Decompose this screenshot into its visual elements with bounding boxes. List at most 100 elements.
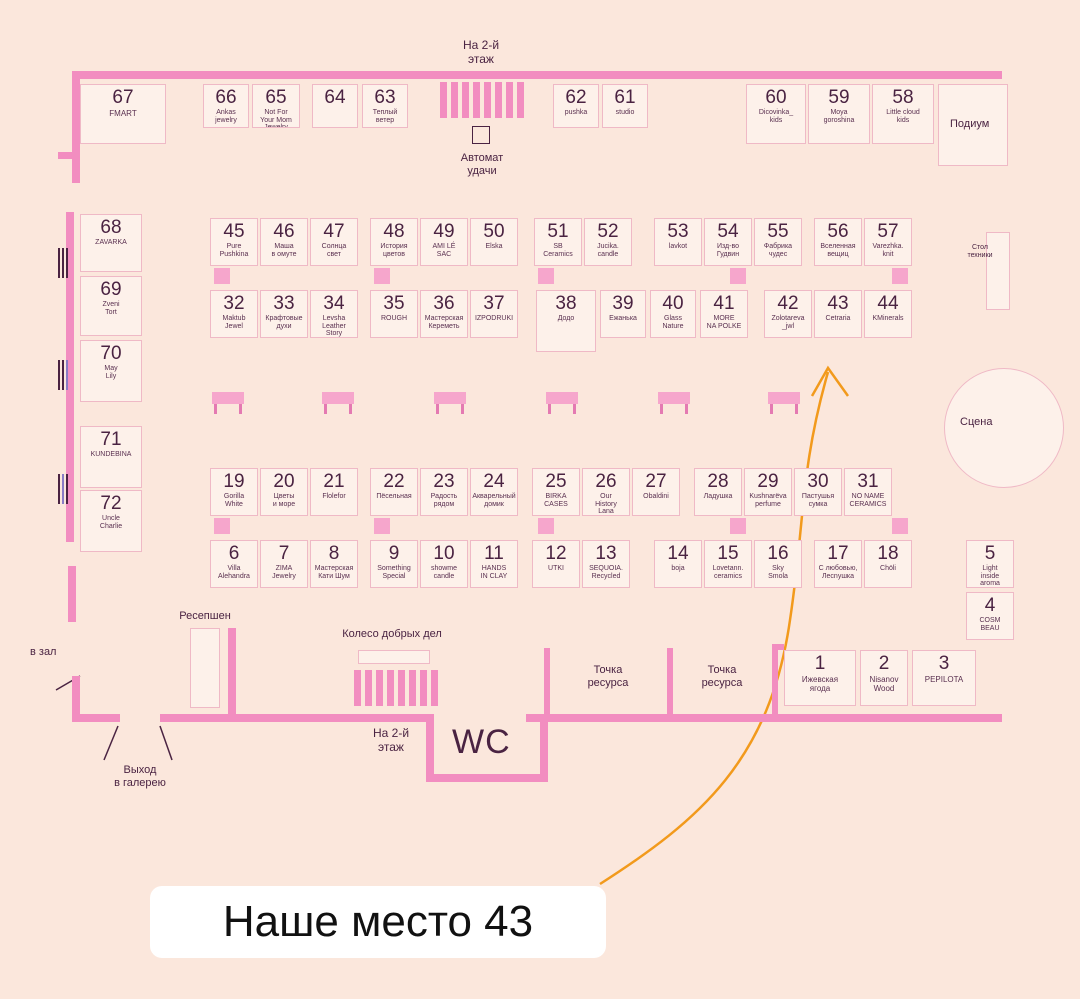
booth-name: С любовью, Лесnушка [818, 565, 858, 580]
booth-name: ZAVARKA [95, 239, 127, 246]
booth-number: 31 [857, 471, 879, 492]
booth-name: Акварельный домик [472, 493, 516, 508]
vending-machine [472, 126, 490, 144]
booth-number: 30 [807, 471, 829, 492]
wall-top [72, 71, 1002, 79]
booth-number: 2 [878, 653, 890, 674]
top-stairs-label: На 2-й этаж [462, 38, 500, 66]
booth-number: 17 [827, 543, 849, 564]
stage-circle [944, 368, 1064, 488]
booth-name: Пёсельная [376, 493, 412, 500]
booth-name: showme candle [430, 565, 458, 580]
booth-number: 28 [707, 471, 729, 492]
booth-number: 42 [777, 293, 799, 314]
booth-name: Вселенная вещиц [820, 243, 856, 258]
bench [546, 392, 578, 414]
booth-number: 5 [984, 543, 996, 564]
wall-bottom-mid [160, 714, 430, 722]
booth-name: Sky Smola [768, 565, 788, 580]
wall-bottom-right [526, 714, 1002, 722]
chairs-71 [58, 474, 70, 504]
booth-name: Крафтовые духи [265, 315, 303, 330]
bench [434, 392, 466, 414]
booth-number: 33 [273, 293, 295, 314]
table-square [538, 518, 554, 534]
booth-number: 50 [483, 221, 505, 242]
wc-label: WC [452, 723, 511, 761]
tech-table [986, 232, 1010, 310]
booth-name: ZIMA Jewelry [272, 565, 296, 580]
wall-wc-right [540, 714, 548, 782]
booth-name: pushka [564, 109, 588, 116]
wall-left-top [72, 71, 80, 183]
wall-bottom-left [72, 714, 120, 722]
booth-name: HANDS IN CLAY [480, 565, 508, 580]
booth-name: SEQUOIA. Recycled [589, 565, 623, 580]
wall-left-stub [58, 152, 78, 159]
booth-number: 49 [433, 221, 455, 242]
wall-resource-2 [667, 648, 673, 718]
booth-name: KMinerals [872, 315, 904, 322]
booth-name: Uncle Charlie [99, 515, 123, 530]
booth-name: История цветов [380, 243, 408, 258]
booth-number: 34 [323, 293, 345, 314]
reception-desk [190, 628, 220, 708]
booth-name: Levsha Leather Story [322, 315, 346, 337]
wheel-label: Колесо добрых дел [342, 628, 442, 640]
bench [322, 392, 354, 414]
booth-name: Kushnarëva perfume [749, 493, 787, 508]
booth-number: 27 [645, 471, 667, 492]
bench [768, 392, 800, 414]
podium-label: Подиум [950, 118, 990, 130]
booth-number: 45 [223, 221, 245, 242]
booth-name: Zolotareva _jwl [771, 315, 805, 330]
booth-number: 15 [717, 543, 739, 564]
wall-resource-1 [544, 648, 550, 718]
booth-name: Ладушка [703, 493, 733, 500]
wall-booth1-top [772, 644, 784, 650]
booth-name: lavkot [668, 243, 688, 250]
booth-name: Пастушья сумка [801, 493, 835, 508]
booth-number: 11 [484, 543, 504, 564]
booth-name: Obaldini [643, 493, 669, 500]
resource-point-1: Точка ресурса [587, 664, 629, 689]
booth-name: ROUGH [380, 315, 408, 322]
table-square [730, 518, 746, 534]
booth-number: 60 [765, 87, 787, 108]
table-square [538, 268, 554, 284]
booth-number: 63 [374, 87, 396, 108]
chairs-70 [58, 360, 70, 390]
booth-name: Light inside aroma [980, 565, 1000, 587]
wall-left-low [68, 566, 76, 622]
booth-number: 55 [767, 221, 789, 242]
booth-name: Jucika. candle [597, 243, 619, 258]
booth-number: 48 [383, 221, 405, 242]
booth-number: 25 [545, 471, 567, 492]
booth-name: Cetraria [825, 315, 851, 322]
booth-number: 66 [215, 87, 237, 108]
booth-name: AMI LÉ SAC [432, 243, 456, 258]
booth-number: 3 [938, 653, 950, 674]
booth-name: MORE NA POLKE [706, 315, 742, 330]
chairs-68 [58, 248, 70, 278]
podium [938, 84, 1008, 166]
